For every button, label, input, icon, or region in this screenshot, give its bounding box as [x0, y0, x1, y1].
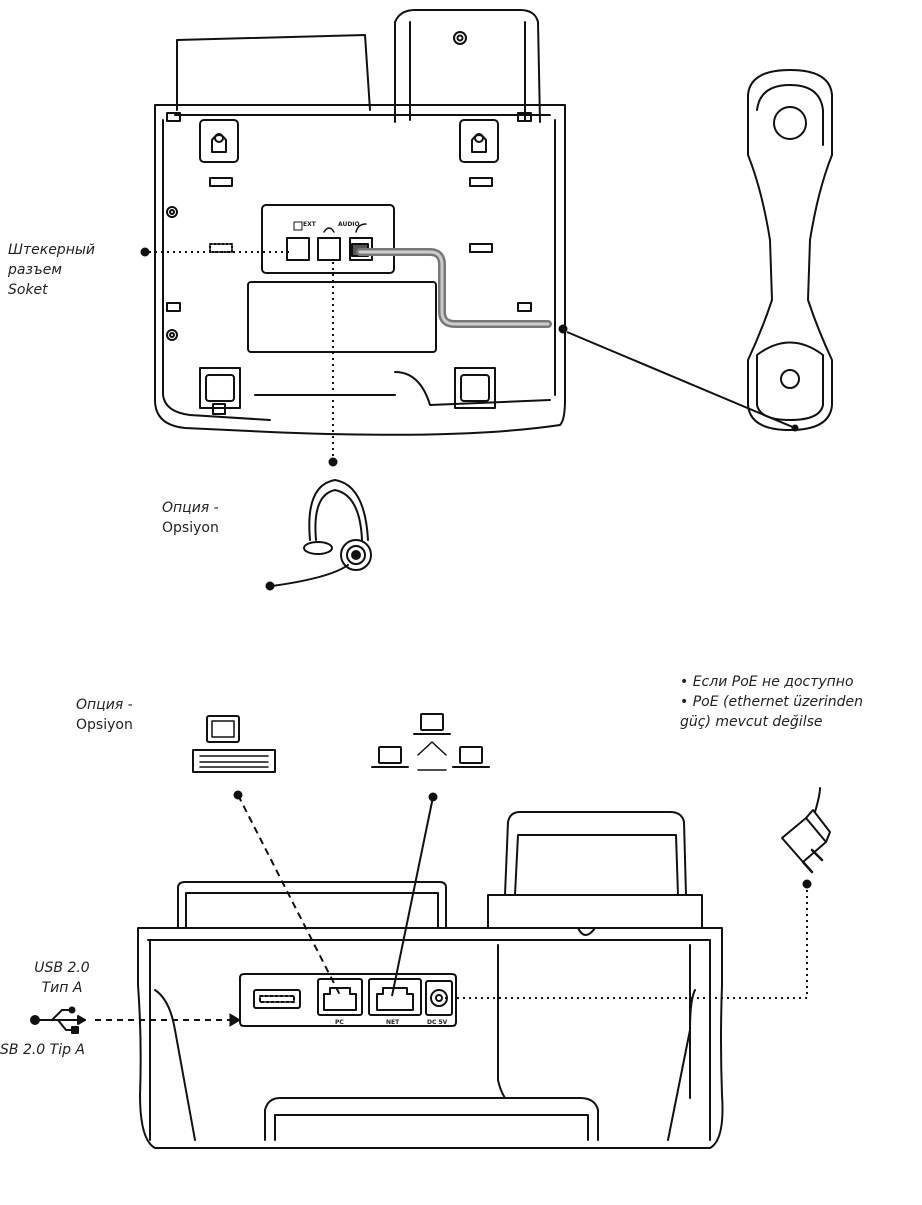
net-port-label: NET [386, 1019, 400, 1026]
computer-icon [192, 715, 276, 773]
power-adapter-icon [781, 787, 831, 874]
ext-port-label: EXT [303, 221, 317, 228]
usb-icon [30, 1006, 86, 1034]
phone-rear-icon [137, 811, 724, 1149]
headset-option-label: Опция - Opsiyon [162, 500, 219, 536]
phone-base-icon [154, 9, 566, 436]
pc-option-label: Опция - Opsiyon [76, 697, 133, 733]
pc-port-label: PC [335, 1019, 344, 1026]
audio-port-label: AUDIO [338, 221, 360, 228]
headset-icon [271, 479, 372, 587]
socket-label: Штекерный разъем Soket [8, 242, 96, 298]
usb-label: USB 2.0 Тип А [34, 960, 90, 996]
dc-port-label: DC 5V [427, 1019, 448, 1026]
handset-icon [747, 69, 833, 431]
usb-tr-label: SB 2.0 Tip A [0, 1042, 86, 1058]
poe-note: • Если PoE не доступно • PoE (ethernet ü… [680, 674, 863, 730]
network-icon [371, 713, 490, 771]
